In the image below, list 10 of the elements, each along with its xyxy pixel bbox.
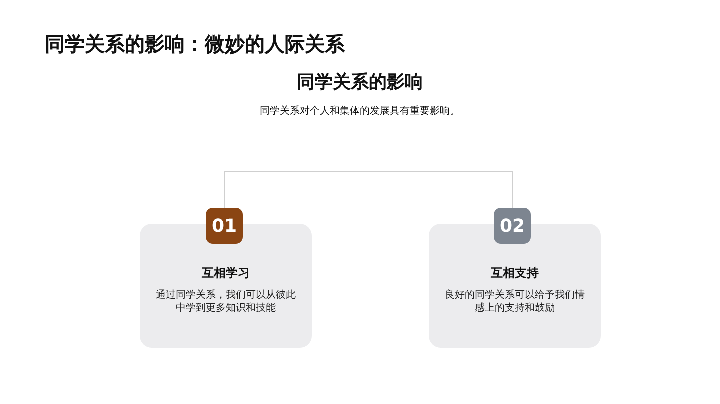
page-title: 同学关系的影响：微妙的人际关系 [45, 31, 345, 58]
number-badge: 01 [206, 208, 243, 244]
section-heading: 同学关系的影响 [297, 71, 423, 94]
card-heading: 互相学习 [202, 265, 250, 282]
number-badge: 02 [494, 208, 531, 244]
card-description: 良好的同学关系可以给予我们情感上的支持和鼓励 [444, 289, 586, 315]
card-description: 通过同学关系，我们可以从彼此中学到更多知识和技能 [155, 289, 297, 315]
subtitle-text: 同学关系对个人和集体的发展具有重要影响。 [260, 104, 460, 118]
connector-line [224, 172, 513, 208]
card-heading: 互相支持 [491, 265, 539, 282]
